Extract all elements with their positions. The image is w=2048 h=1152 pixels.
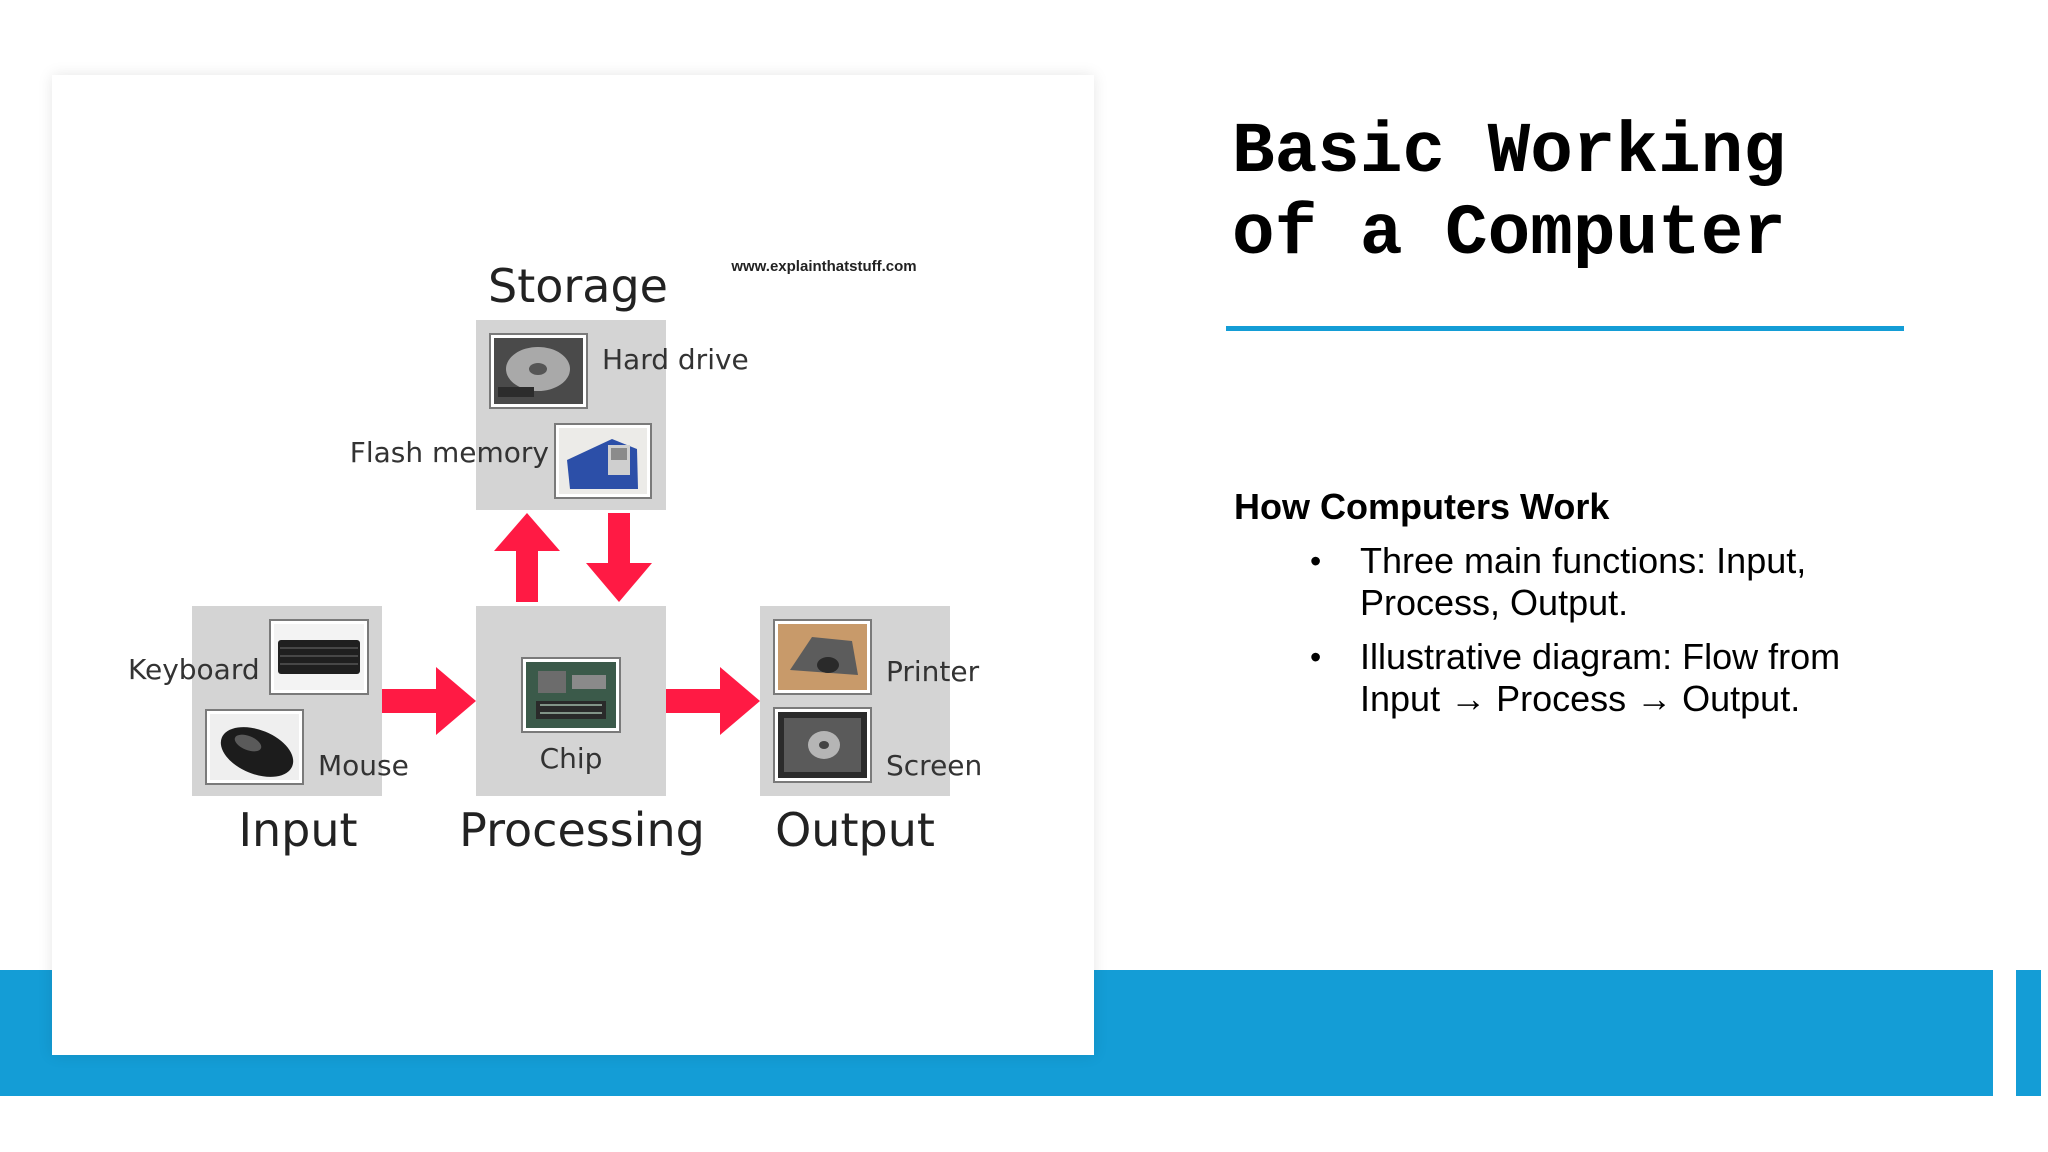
chip-label: Chip (540, 742, 603, 775)
screen-icon (774, 708, 871, 782)
bullet-text: Illustrative diagram: Flow from Input → … (1360, 636, 1840, 719)
title-underline (1226, 326, 1904, 331)
storage-up-arrow (494, 513, 560, 602)
flash-memory-label: Flash memory (350, 436, 549, 469)
output-label: Output (775, 803, 935, 857)
slide-title-line-2: of a Computer (1232, 194, 1992, 276)
section-heading: How Computers Work (1234, 486, 1609, 528)
input-label: Input (238, 803, 357, 857)
hard-drive-label: Hard drive (602, 343, 749, 376)
keyboard-label: Keyboard (128, 653, 260, 686)
printer-icon (774, 620, 871, 694)
bullet-item: • Three main functions: Input, Process, … (1300, 540, 1920, 624)
input-to-processing-arrow (382, 667, 476, 735)
slide-title-line-1: Basic Working (1232, 112, 1992, 194)
computer-flow-diagram: www.explainthatstuff.com Storage Hard dr… (52, 75, 1094, 1055)
bullet-dot-icon: • (1310, 636, 1321, 678)
footer-accent-stripe (2016, 970, 2041, 1096)
mouse-icon (206, 710, 303, 787)
bullet-text: Three main functions: Input, Process, Ou… (1360, 540, 1806, 623)
bullet-dot-icon: • (1310, 540, 1321, 582)
flash-memory-icon (555, 424, 651, 498)
storage-down-arrow (586, 513, 652, 602)
source-url: www.explainthatstuff.com (730, 258, 916, 275)
keyboard-icon (270, 620, 368, 694)
slide-title: Basic Working of a Computer (1232, 112, 1992, 276)
hard-drive-icon (490, 334, 587, 408)
screen-label: Screen (886, 749, 982, 782)
mouse-label: Mouse (318, 749, 409, 782)
input-group: Keyboard Mouse Input (128, 606, 409, 857)
processing-group: Chip Processing (459, 606, 705, 857)
bullet-list: • Three main functions: Input, Process, … (1300, 540, 1920, 732)
processing-to-output-arrow (666, 667, 760, 735)
chip-icon (522, 658, 620, 732)
bullet-item: • Illustrative diagram: Flow from Input … (1300, 636, 1920, 720)
output-group: Printer Screen Output (760, 606, 982, 857)
printer-label: Printer (886, 655, 980, 688)
storage-label: Storage (488, 259, 668, 313)
processing-label: Processing (459, 803, 705, 857)
diagram-image: www.explainthatstuff.com Storage Hard dr… (52, 75, 1094, 1055)
storage-group: Storage Hard drive Flash memory (350, 259, 749, 510)
